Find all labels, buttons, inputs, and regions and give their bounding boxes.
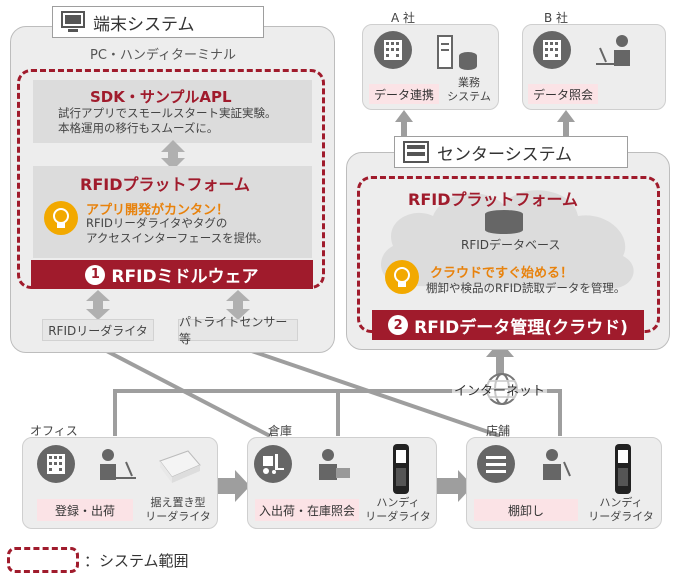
company-b-name: B 社 <box>544 11 569 25</box>
middleware-number: 1 <box>85 264 106 285</box>
terminal-platform-title: RFIDプラットフォーム <box>80 175 251 194</box>
terminal-platform-highlight: アプリ開発がカンタン！ <box>86 203 230 218</box>
company-a-name: A 社 <box>391 11 416 25</box>
office-action: 登録・出荷 <box>37 499 133 521</box>
store-action: 棚卸し <box>474 499 578 521</box>
double-arrow-icon <box>161 140 185 170</box>
company-b-tag: データ照会 <box>528 84 598 104</box>
device-arrow-right <box>226 290 250 320</box>
store-name: 店舗 <box>486 424 511 438</box>
legend-scope-swatch <box>7 547 79 573</box>
server-db-icon <box>437 35 477 70</box>
internet-label: インターネット <box>452 380 548 399</box>
data-management-label: RFIDデータ管理(クラウド) <box>414 317 628 338</box>
warehouse-device-line1: ハンディ <box>376 496 420 509</box>
office-device-line2: リーダライタ <box>145 510 211 523</box>
company-a-system-line2: システム <box>447 90 491 103</box>
store-device-line1: ハンディ <box>599 496 643 509</box>
handheld-reader-icon <box>393 444 409 494</box>
building-icon <box>37 445 75 483</box>
person-worker-icon <box>319 449 350 480</box>
person-worker-icon <box>543 449 571 480</box>
terminal-system-titlebox: 端末システム <box>52 6 264 38</box>
terminal-platform-box <box>33 166 312 258</box>
sdk-box <box>33 80 312 143</box>
terminal-platform-desc2: アクセスインターフェースを提供。 <box>86 231 269 245</box>
sdk-desc-line1: 試行アプリでスモールスタート実証実験。 <box>58 106 277 120</box>
middleware-bar: 1 RFIDミドルウェア <box>31 260 313 289</box>
office-device-line1: 据え置き型 <box>150 496 206 509</box>
center-platform-title: RFIDプラットフォーム <box>408 190 579 209</box>
office-name: オフィス <box>30 424 78 438</box>
building-icon <box>533 31 571 69</box>
center-db-label: RFIDデータベース <box>461 238 561 252</box>
stationary-reader-icon <box>159 450 201 483</box>
center-highlight: クラウドですぐ始める！ <box>430 266 574 281</box>
terminal-platform-desc1: RFIDリーダライタやタグの <box>86 216 228 230</box>
sdk-title: SDK・サンプルAPL <box>90 88 232 106</box>
terminal-system-title: 端末システム <box>93 14 195 35</box>
server-rack-icon <box>403 141 429 163</box>
device-rfid-reader: RFIDリーダライタ <box>42 319 154 341</box>
person-laptop-icon <box>100 449 136 480</box>
company-a-tag: データ連携 <box>369 84 439 104</box>
warehouse-name: 倉庫 <box>268 424 293 438</box>
store-device-line2: リーダライタ <box>588 510 654 523</box>
middleware-label: RFIDミドルウェア <box>111 267 259 287</box>
pc-monitor-icon <box>61 11 85 32</box>
company-a-system-line1: 業務 <box>458 76 480 89</box>
center-desc: 棚卸や検品のRFID読取データを管理。 <box>426 281 626 295</box>
database-icon <box>485 210 523 234</box>
device-patlite-sensor: パトライトセンサー等 <box>178 315 298 346</box>
person-laptop-icon <box>596 35 630 66</box>
center-system-titlebox: センターシステム <box>394 136 628 168</box>
handheld-reader-icon <box>615 444 631 494</box>
lightbulb-icon <box>44 201 78 235</box>
forklift-icon <box>254 445 292 483</box>
terminal-subtitle: PC・ハンディターミナル <box>90 48 237 63</box>
center-system-title: センターシステム <box>437 144 573 165</box>
data-management-bar: 2 RFIDデータ管理(クラウド) <box>372 310 644 340</box>
legend-label: ：システム範囲 <box>84 552 189 570</box>
sdk-desc-line2: 本格運用の移行もスムーズに。 <box>58 121 219 135</box>
data-management-number: 2 <box>388 315 409 335</box>
device-arrow-left <box>86 290 110 320</box>
lightbulb-icon <box>385 260 419 294</box>
warehouse-action: 入出荷・在庫照会 <box>255 499 359 521</box>
warehouse-device-line2: リーダライタ <box>365 510 431 523</box>
cloud-shape <box>381 190 634 289</box>
building-icon <box>374 31 412 69</box>
shelf-icon <box>477 445 515 483</box>
